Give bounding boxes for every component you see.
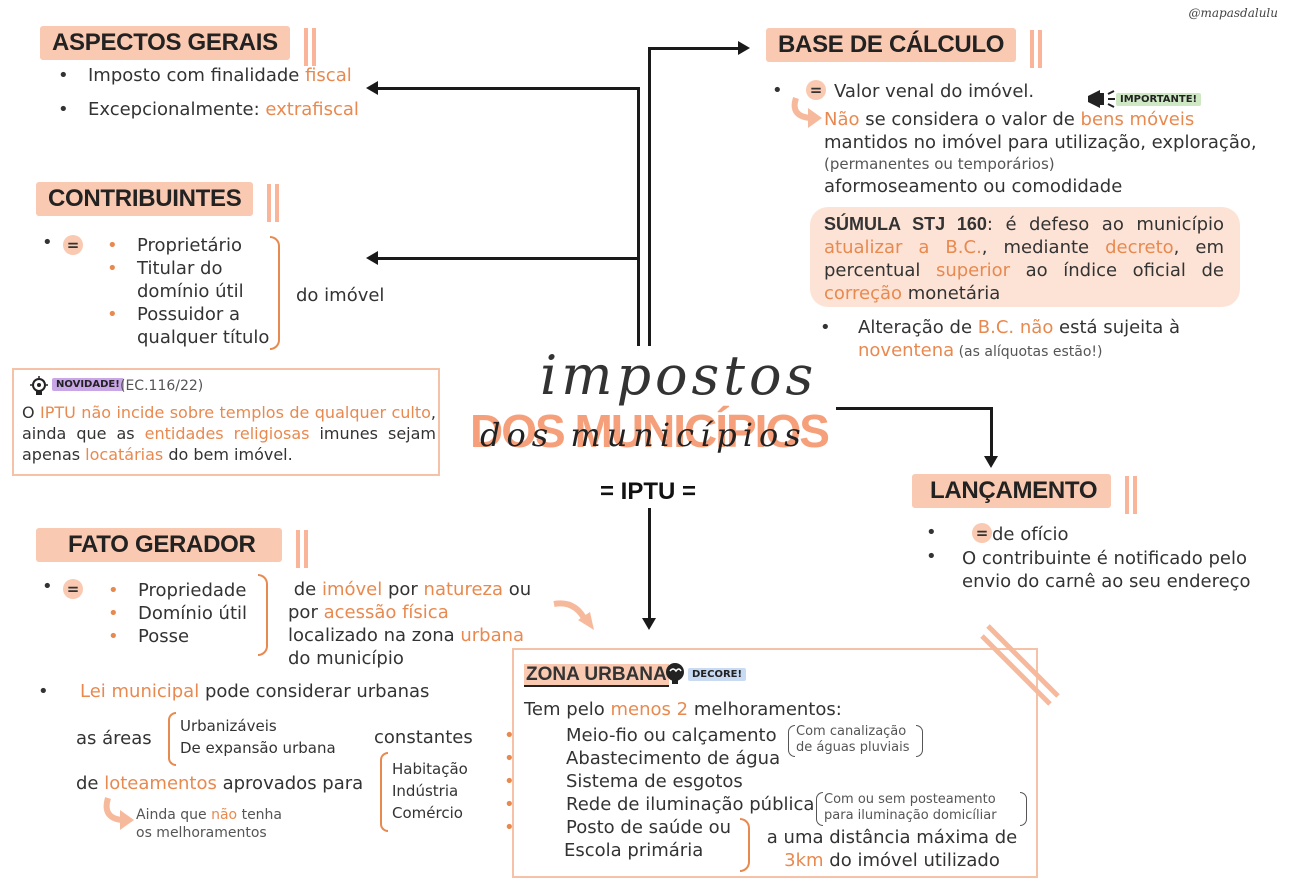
contribuintes-brace <box>270 236 280 350</box>
title-dos-municipios-script: dos municípios <box>480 416 807 454</box>
sumula-text: SÚMULA STJ 160: é defeso ao município at… <box>824 214 1225 304</box>
curve-arrow-base <box>788 96 824 134</box>
novidade-box: NOVIDADE! (EC.116/22) O IPTU não incide … <box>12 368 440 476</box>
contribuintes-header: CONTRIBUINTES <box>36 182 272 222</box>
arrow-contribuintes <box>366 251 378 265</box>
connector-main-right <box>648 48 651 346</box>
base-alteracao: • Alteração de B.C. não está sujeita à n… <box>820 317 1181 361</box>
curve-arrow-ainda <box>100 796 136 836</box>
center-title: impostos DOS MUNICÍPIOS dos municípios <box>460 340 850 500</box>
ainda-note: Ainda que não tenha os melhoramentos <box>136 807 283 841</box>
fato-bullet: • <box>42 576 53 597</box>
aspectos-header: ASPECTOS GERAIS <box>40 26 308 66</box>
contribuintes-list: Proprietário Titular do domínio útil Pos… <box>107 234 270 348</box>
fato-description: de imóvel por natureza ou por acessão fí… <box>288 579 532 669</box>
lancamento-eq-icon: = <box>972 523 992 543</box>
arrow-base <box>738 41 750 55</box>
sumula-box: SÚMULA STJ 160: é defeso ao município at… <box>810 207 1240 307</box>
megaphone-icon <box>1086 88 1116 114</box>
zona-box: ZONA URBANA: DECORE! Tem pelo menos 2 me… <box>504 648 1038 878</box>
base-header: BASE DE CÁLCULO <box>766 28 1035 68</box>
note1-paren-left <box>788 725 795 757</box>
lei-municipal: •Lei municipal pode considerar urbanas <box>38 681 430 702</box>
note2-paren-left <box>816 792 823 826</box>
zona-distance: a uma distância máxima de 3km do imóvel … <box>766 827 1018 871</box>
arrow-zona <box>642 618 656 630</box>
title-impostos: impostos <box>540 344 818 407</box>
contribuintes-eq-icon: = <box>63 235 83 255</box>
connector-main-left <box>637 88 640 346</box>
connector-base <box>648 47 738 50</box>
brain-icon <box>664 662 686 688</box>
areas-list: Urbanizáveis De expansão urbana <box>180 717 336 757</box>
decore-tag: DECORE! <box>688 668 747 681</box>
aspectos-item-2: Excepcionalmente: extrafiscal <box>88 99 359 120</box>
areas-brace <box>168 712 176 766</box>
connector-zona <box>648 508 651 618</box>
lancamento-header: LANÇAMENTO <box>912 474 1130 514</box>
connector-aspectos <box>378 87 640 90</box>
novidade-ref: (EC.116/22) <box>120 378 204 394</box>
subtitle-iptu: = IPTU = <box>600 478 697 505</box>
arrow-lancamento <box>984 456 998 468</box>
title-dos-municipios: DOS MUNICÍPIOS <box>470 405 830 457</box>
base-bullet: • <box>772 80 783 101</box>
novidade-text: O IPTU não incide sobre templos de qualq… <box>22 403 436 464</box>
base-eq-icon: = <box>806 80 826 100</box>
fato-eq-icon: = <box>63 579 83 599</box>
connector-contribuintes <box>378 257 639 260</box>
lancamento-bullet-1: • <box>926 522 937 543</box>
zona-list: Meio-fio ou calçamento Abastecimento de … <box>504 724 815 861</box>
contribuintes-suffix: do imóvel <box>296 285 385 306</box>
connector-lancamento-v <box>990 407 993 457</box>
lancamento-bullet-2: • <box>926 546 937 567</box>
zona-brace <box>740 818 750 872</box>
areas-label: as áreas <box>76 728 152 749</box>
novidade-tag: NOVIDADE! <box>52 378 124 391</box>
base-valor-venal: Valor venal do imóvel. <box>834 81 1035 102</box>
lancamento-item-1: de ofício <box>992 524 1069 545</box>
zona-header: ZONA URBANA: <box>524 664 675 687</box>
note2-paren-right <box>1020 792 1027 826</box>
curve-arrow-zona <box>552 598 596 636</box>
aspectos-item-1: Imposto com finalidade fiscal <box>88 65 352 86</box>
connector-lancamento-h <box>836 407 993 410</box>
fato-brace <box>258 574 268 656</box>
zona-intro: Tem pelo menos 2 melhoramentos: <box>524 699 842 720</box>
watermark: @mapasdalulu <box>1188 6 1279 20</box>
decor-stripes <box>978 620 1068 714</box>
note1-paren-right <box>916 725 923 757</box>
lightbulb-icon <box>28 375 48 395</box>
arrow-aspectos <box>366 81 378 95</box>
fato-list: Propriedade Domínio útil Posse <box>108 579 248 648</box>
lote-brace <box>380 752 388 832</box>
loteamentos-line: de loteamentos aprovados para <box>76 773 364 794</box>
contribuintes-bullet: • <box>42 232 53 253</box>
fato-header: FATO GERADOR <box>36 528 300 568</box>
importante-tag: IMPORTANTE! <box>1116 93 1202 106</box>
constantes-label: constantes <box>374 727 473 748</box>
lote-list: Habitação Indústria Comércio <box>392 760 468 822</box>
base-note: Não se considera o valor de bens móveis … <box>824 109 1257 197</box>
